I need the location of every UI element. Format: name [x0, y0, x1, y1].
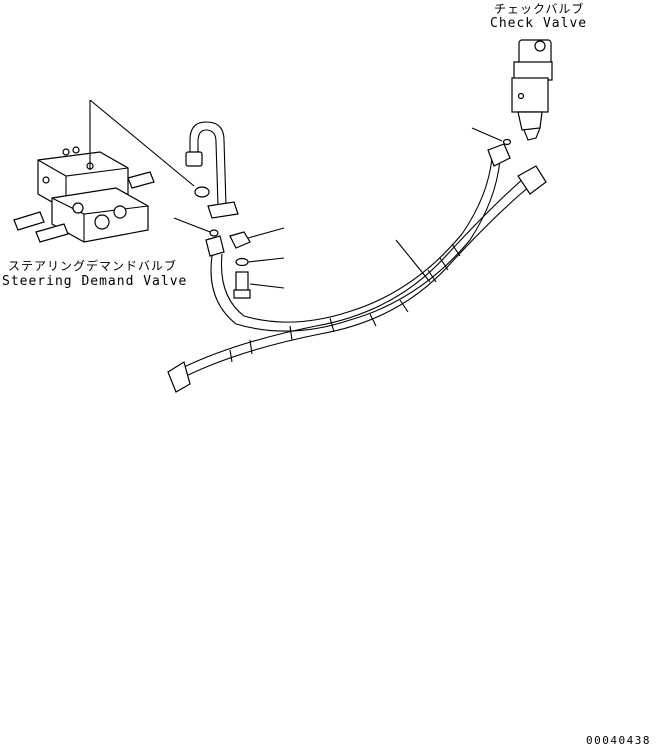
leader-line-8 [395, 239, 431, 283]
leader-line-1 [471, 127, 503, 142]
elbow-pipe [185, 121, 239, 219]
leader-line-5 [247, 227, 285, 239]
steering-valve-label-en: Steering Demand Valve [2, 274, 188, 289]
steering-demand-valve [13, 146, 155, 243]
washer [235, 257, 249, 267]
elbow-o-ring [194, 186, 210, 198]
bolt [233, 271, 251, 299]
check-valve-o-ring [502, 138, 512, 146]
document-number: 00040438 [586, 734, 651, 747]
leader-line-4 [173, 217, 211, 233]
leader-line-6 [247, 257, 285, 263]
leader-line-7 [249, 283, 285, 289]
hose-assembly [167, 143, 547, 393]
check-valve-label-en: Check Valve [490, 16, 588, 31]
steering-valve-label-ja: ステアリングデマンドバルブ [8, 259, 178, 273]
check-valve-label-ja: チェックバルブ [494, 2, 585, 16]
check-valve [511, 39, 553, 141]
flange-clamp [229, 231, 251, 249]
leader-line-3 [89, 99, 195, 187]
small-o-ring [209, 229, 219, 237]
